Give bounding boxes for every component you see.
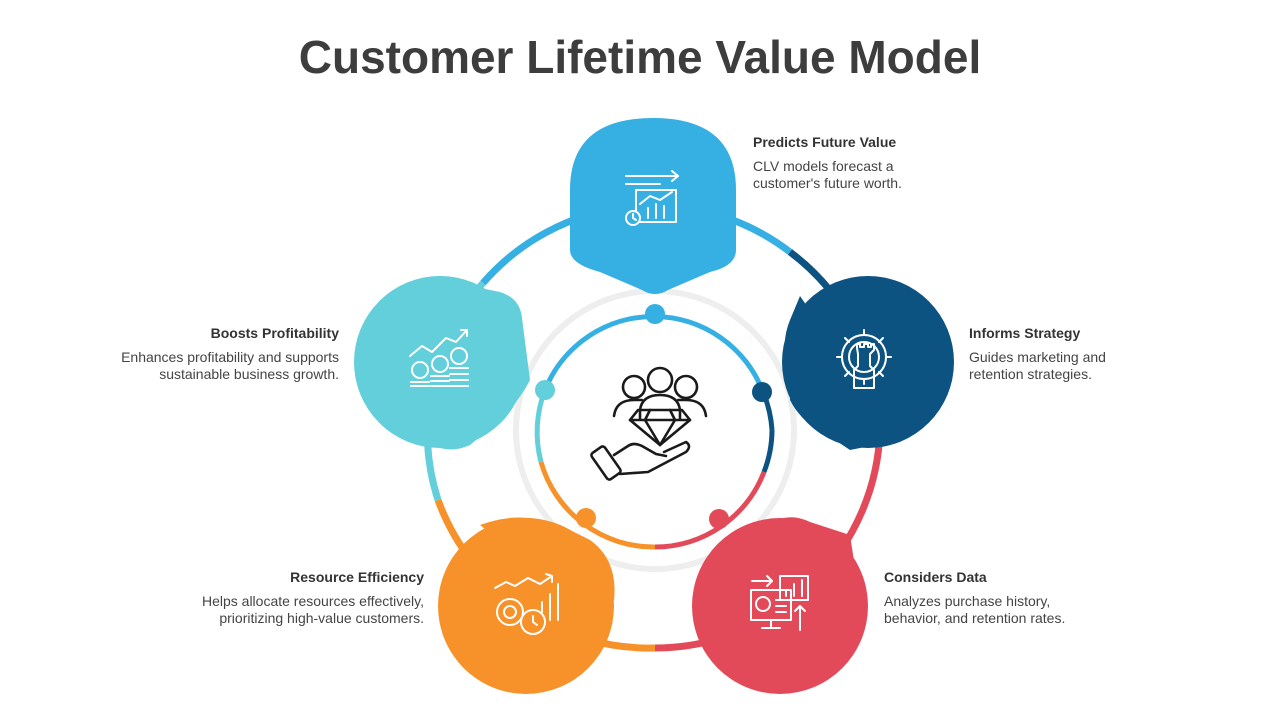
connector-dot-red [709, 509, 729, 529]
label-description: Enhances profitability and supports sust… [121, 349, 339, 382]
label-heading: Informs Strategy [969, 325, 1081, 341]
label-heading: Resource Efficiency [290, 569, 424, 585]
efficiency-gears-icon [494, 573, 559, 635]
connector-dot-cyan [535, 380, 555, 400]
label-resource-efficiency: Resource Efficiency Helps allocate resou… [164, 569, 424, 627]
petal-predicts-future-value [570, 118, 736, 294]
label-predicts-future-value: Predicts Future Value CLV models forecas… [753, 134, 1013, 192]
connector-dot-orange [576, 508, 596, 528]
center-disc [519, 294, 791, 566]
page-title: Customer Lifetime Value Model [298, 31, 982, 83]
label-considers-data: Considers Data Analyzes purchase history… [884, 569, 1144, 627]
connector-dot-blue [645, 304, 665, 324]
label-description: Helps allocate resources effectively, pr… [201, 593, 424, 626]
data-monitor-icon [750, 575, 809, 631]
customer-value-diamond-icon [590, 366, 708, 481]
label-heading: Boosts Profitability [210, 325, 339, 341]
petal-resource-efficiency [438, 517, 615, 694]
strategy-gear-icon [836, 329, 892, 389]
label-heading: Predicts Future Value [753, 134, 897, 150]
inner-ring-arc-navy2 [761, 429, 775, 473]
label-description: Analyzes purchase history, behavior, and… [884, 593, 1066, 626]
connector-dot-navy [752, 382, 772, 402]
label-heading: Considers Data [884, 569, 987, 585]
label-description: CLV models forecast a customer's future … [753, 158, 902, 191]
label-informs-strategy: Informs Strategy Guides marketing and re… [969, 325, 1229, 383]
label-boosts-profitability: Boosts Profitability Enhances profitabil… [79, 325, 339, 383]
petal-informs-strategy [782, 276, 954, 450]
label-description: Guides marketing and retention strategie… [969, 349, 1106, 382]
petal-boosts-profitability [354, 276, 530, 450]
profit-coins-icon [409, 329, 469, 387]
forecast-chart-icon [625, 170, 679, 226]
